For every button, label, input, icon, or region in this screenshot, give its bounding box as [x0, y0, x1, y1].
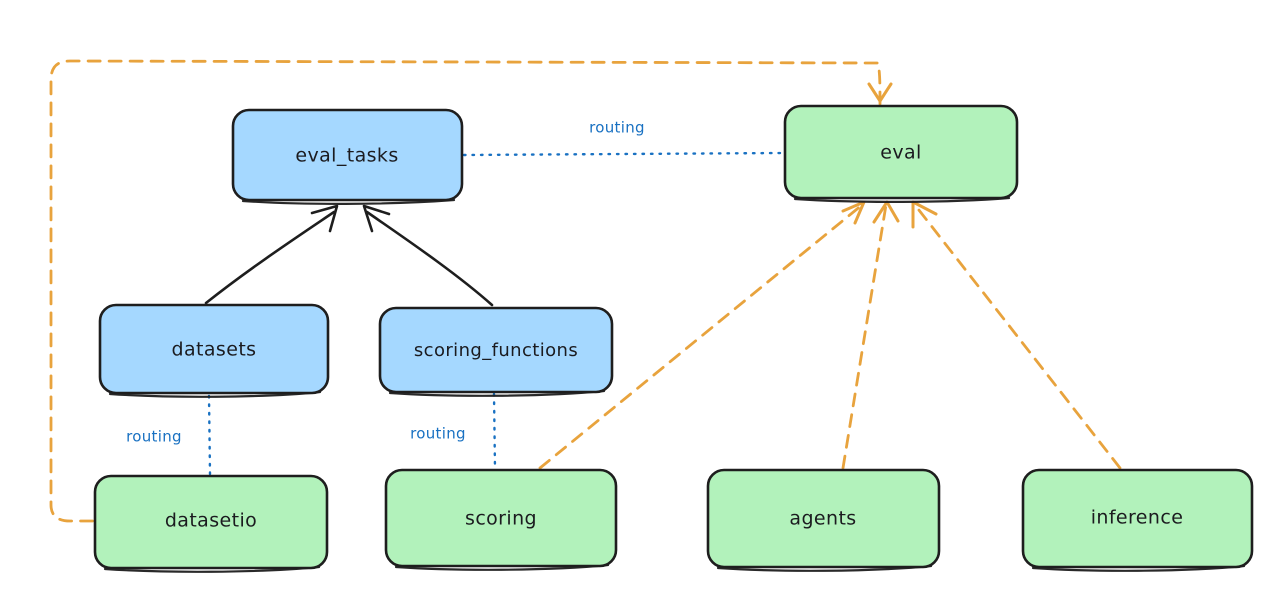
node-agents[interactable]: agents — [706, 468, 941, 572]
node-eval-tasks-shape — [231, 108, 464, 202]
edge-eval-datasetio[interactable] — [49, 59, 893, 523]
edge-inference-eval[interactable] — [911, 200, 1122, 470]
node-scoring-functions-shape — [378, 306, 614, 394]
node-scoring-shape — [384, 468, 618, 568]
nodes: eval_tasks eval datasets scoring_functio… — [93, 104, 1254, 573]
node-scoring-functions-label: scoring_functions — [414, 340, 578, 361]
node-inference-shape — [1021, 468, 1254, 569]
node-datasetio-shape — [93, 474, 329, 570]
node-datasetio[interactable]: datasetio — [93, 474, 329, 573]
node-datasetio-label: datasetio — [165, 510, 257, 532]
edge-label-routing-eval: routing — [589, 119, 645, 137]
node-scoring-label: scoring — [465, 508, 537, 530]
node-inference[interactable]: inference — [1021, 468, 1254, 572]
edge-scoringfunctions-evaltasks[interactable] — [362, 204, 494, 307]
edge-label-routing-datasetio: routing — [126, 428, 182, 446]
node-datasets-label: datasets — [172, 339, 257, 361]
node-scoring[interactable]: scoring — [384, 468, 618, 571]
node-eval-shape — [783, 104, 1019, 200]
node-datasets[interactable]: datasets — [98, 303, 330, 398]
edge-evaltasks-eval[interactable] — [462, 151, 786, 157]
node-datasets-shape — [98, 303, 330, 395]
solid-edges — [204, 204, 494, 307]
edge-datasets-evaltasks[interactable] — [204, 204, 339, 305]
node-eval-label: eval — [880, 142, 921, 164]
edge-label-routing-scoring: routing — [410, 425, 466, 443]
node-scoring-functions[interactable]: scoring_functions — [378, 306, 614, 397]
edge-labels: routing routing routing — [126, 119, 645, 446]
node-inference-label: inference — [1091, 507, 1184, 529]
node-eval-tasks[interactable]: eval_tasks — [231, 108, 464, 205]
node-agents-shape — [706, 468, 941, 569]
edge-datasets-datasetio[interactable] — [207, 394, 212, 476]
edge-agents-eval[interactable] — [841, 200, 900, 470]
edge-scoringfunctions-scoring[interactable] — [492, 392, 497, 471]
node-eval-tasks-label: eval_tasks — [295, 145, 398, 167]
dependency-edges — [49, 59, 1122, 523]
routing-edges — [207, 151, 786, 476]
node-agents-label: agents — [789, 508, 856, 530]
node-eval[interactable]: eval — [783, 104, 1019, 203]
